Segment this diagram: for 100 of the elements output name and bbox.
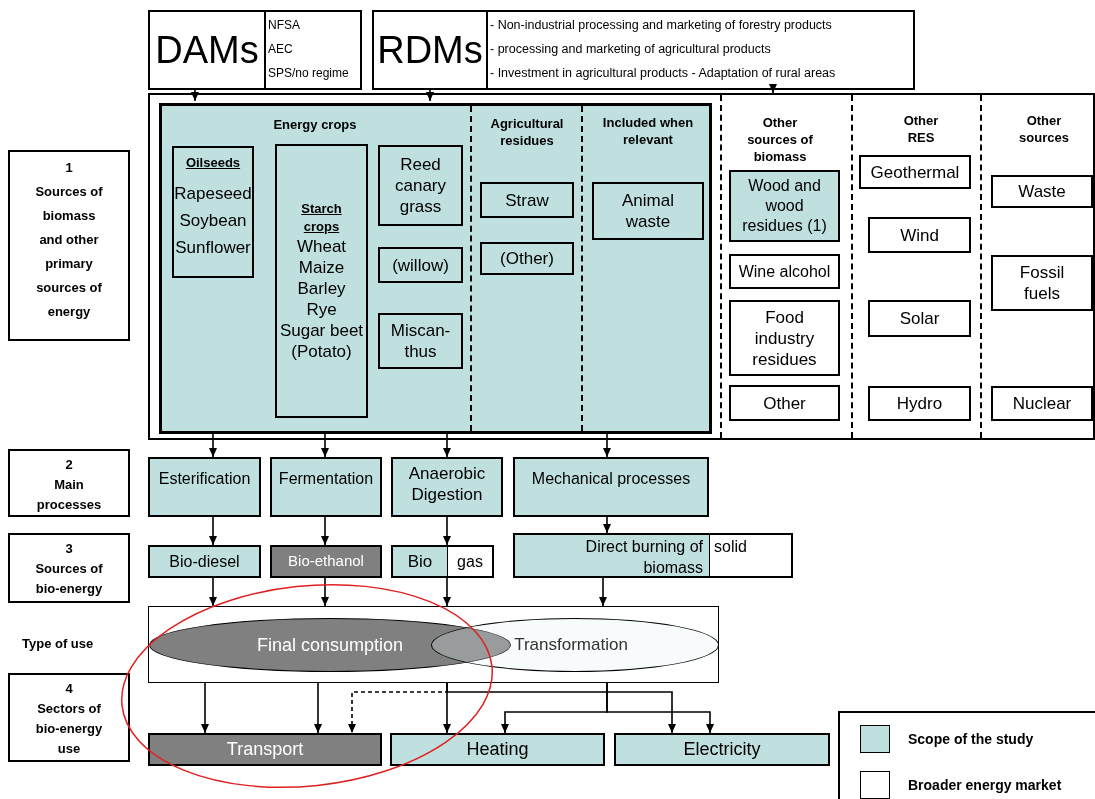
arrow bbox=[321, 577, 329, 607]
arrow bbox=[209, 431, 217, 458]
sector-box bbox=[148, 733, 382, 766]
arrow bbox=[446, 682, 676, 734]
node-label: (Other) bbox=[500, 248, 554, 269]
node-label: Bio-diesel bbox=[169, 551, 240, 572]
residue-box bbox=[480, 242, 574, 275]
node-label: Main processes bbox=[35, 476, 103, 514]
node-label: Reed canary grass bbox=[394, 154, 447, 217]
arrow bbox=[443, 577, 451, 607]
process-box bbox=[270, 457, 382, 517]
node-label: Nuclear bbox=[1012, 393, 1072, 414]
row-label-box bbox=[8, 449, 130, 517]
row-label-box bbox=[8, 673, 130, 762]
source-box bbox=[859, 155, 971, 189]
node-label: Hydro bbox=[896, 393, 943, 414]
bioenergy-box bbox=[270, 545, 382, 578]
crop-box bbox=[378, 247, 463, 283]
scope-panel bbox=[159, 103, 712, 434]
row-label: Type of use bbox=[22, 635, 94, 653]
node-label: Oilseeds bbox=[185, 154, 241, 172]
arrow bbox=[321, 516, 329, 546]
node-label: Mechanical processes bbox=[531, 469, 691, 489]
measure-text: - processing and marketing of agricultural products bbox=[490, 41, 772, 58]
node-label: Final consumption bbox=[256, 633, 404, 657]
node-label: Animal waste bbox=[621, 190, 675, 232]
arrow bbox=[603, 516, 611, 534]
arrow bbox=[603, 431, 611, 458]
box-frame bbox=[148, 606, 719, 683]
node-label: Barley bbox=[297, 278, 346, 299]
legend-label: Broader energy market bbox=[908, 775, 1062, 795]
source-box bbox=[729, 300, 840, 376]
node-label: Wine alcohol bbox=[738, 261, 831, 282]
node-label: Miscan- thus bbox=[390, 320, 451, 362]
arrow bbox=[443, 431, 451, 458]
node-label: (Potato) bbox=[291, 341, 352, 362]
source-box bbox=[868, 386, 971, 421]
node-label: (willow) bbox=[392, 254, 449, 276]
column-heading: Other sources of biomass bbox=[746, 114, 814, 166]
arrow bbox=[191, 89, 199, 102]
bioenergy-box bbox=[391, 545, 494, 578]
node-label: Soybean bbox=[179, 210, 247, 231]
residue-box bbox=[592, 182, 704, 240]
node-label: Heating bbox=[466, 738, 529, 761]
sector-box bbox=[390, 733, 605, 766]
row-number: 3 bbox=[65, 540, 73, 558]
node-label: Waste bbox=[1018, 181, 1066, 202]
node-label: Sources of bio-energy bbox=[34, 560, 104, 598]
node-label: biomass bbox=[642, 558, 704, 576]
arrow bbox=[606, 682, 714, 734]
node-label: Direct burning of bbox=[584, 537, 704, 555]
column-heading: Other sources bbox=[1018, 112, 1070, 147]
node-label: Solar bbox=[899, 308, 940, 329]
regime-box bbox=[148, 10, 362, 90]
category-box bbox=[172, 146, 254, 278]
measure-text: SPS/no regime bbox=[268, 65, 350, 82]
bioenergy-box bbox=[148, 545, 261, 578]
node-label: Sunflower bbox=[175, 237, 251, 258]
source-box bbox=[729, 385, 840, 421]
source-box bbox=[991, 175, 1093, 208]
measure-text: - Investment in agricultural products - Adaptation of rural areas bbox=[490, 65, 837, 82]
measure-text: NFSA bbox=[268, 17, 301, 34]
source-box bbox=[868, 300, 971, 337]
process-box bbox=[148, 457, 261, 517]
node-label: solid bbox=[709, 535, 791, 576]
column-heading: Energy crops bbox=[272, 116, 358, 134]
source-box bbox=[991, 255, 1093, 311]
acronym-label: RDMs bbox=[376, 27, 484, 73]
sources-frame bbox=[148, 93, 1095, 440]
column-heading: Agricultural residues bbox=[489, 115, 565, 150]
process-box bbox=[513, 457, 709, 517]
row-number: 4 bbox=[65, 680, 73, 698]
node-label: Rapeseed bbox=[174, 183, 252, 204]
measure-text: - Non-industrial processing and marketing of forestry products bbox=[490, 17, 833, 34]
ellipse-shape bbox=[431, 618, 719, 672]
crop-box bbox=[378, 145, 463, 226]
node-label: Electricity bbox=[683, 738, 761, 761]
node-label: Maize bbox=[298, 257, 345, 278]
arrow bbox=[443, 516, 451, 546]
row-label-box bbox=[8, 150, 130, 341]
node-label: Esterification bbox=[158, 469, 251, 489]
node-label: Wheat bbox=[296, 236, 347, 257]
node-label: Fermentation bbox=[278, 469, 374, 489]
node-label: Starch crops bbox=[300, 200, 343, 236]
node-label: Sources of biomass and other primary sources of energy bbox=[34, 183, 104, 321]
source-box bbox=[991, 386, 1093, 421]
arrow bbox=[209, 516, 217, 546]
node-label: Sectors of bio-energy use bbox=[34, 700, 104, 758]
node-label: Wind bbox=[900, 224, 939, 246]
node-label: Anaerobic Digestion bbox=[407, 463, 487, 505]
arrow bbox=[769, 84, 777, 94]
node-label: gas bbox=[447, 547, 492, 576]
source-box bbox=[729, 254, 840, 289]
acronym-label: DAMs bbox=[154, 27, 260, 73]
measures-box bbox=[372, 10, 915, 90]
node-label: Geothermal bbox=[870, 161, 960, 183]
arrow bbox=[209, 577, 217, 607]
column-heading: Other RES bbox=[902, 112, 940, 147]
node-label: Sugar beet bbox=[279, 320, 364, 341]
crop-box bbox=[378, 313, 463, 369]
